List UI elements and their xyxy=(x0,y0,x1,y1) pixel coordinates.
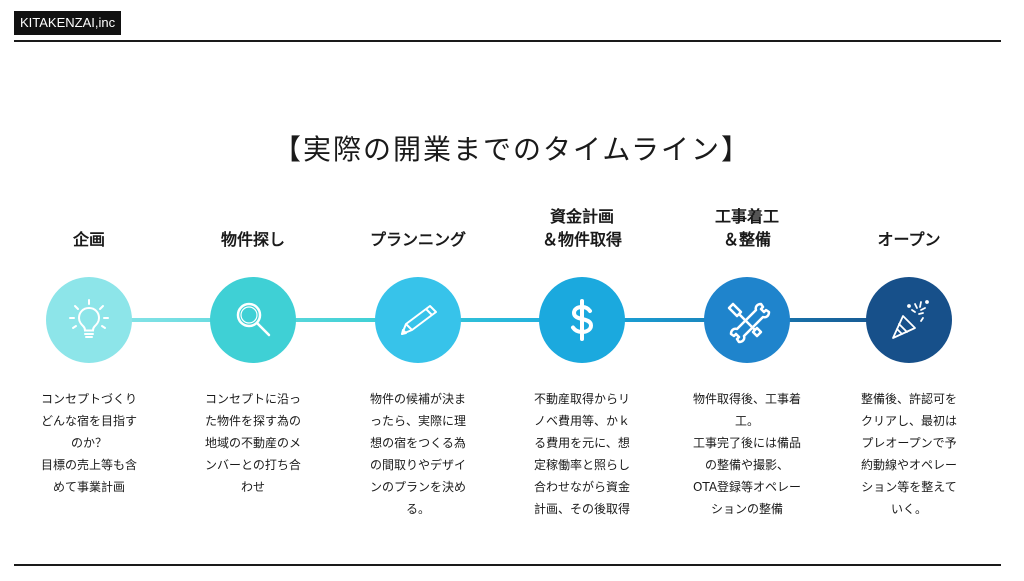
step-circle-3 xyxy=(375,277,461,363)
step-circle-6 xyxy=(866,277,952,363)
step-desc-3: 物件の候補が決ま ったら、実際に理 想の宿をつくる為 の間取りやデザイ ンのプラ… xyxy=(369,392,466,516)
bottom-divider xyxy=(14,564,1001,566)
step-circle-5 xyxy=(704,277,790,363)
step-circle-4 xyxy=(539,277,625,363)
step-circle-1 xyxy=(46,277,132,363)
step-title-property-search: 物件探し xyxy=(220,230,285,249)
step-title-construction: 工事着工 ＆整備 xyxy=(714,207,779,249)
lightbulb-icon xyxy=(69,299,109,338)
pencil-icon xyxy=(401,305,437,335)
page-title: 【実際の開業までのタイムライン】 xyxy=(272,133,752,166)
party-popper-icon xyxy=(892,300,929,339)
timeline-connector xyxy=(90,318,910,322)
step-desc-4: 不動産取得からリ ノベ費用等、かｋ る費用を元に、想 定稼働率と照らし 合わせな… xyxy=(533,392,630,516)
step-circle-2 xyxy=(210,277,296,363)
tools-icon xyxy=(727,302,771,344)
magnifier-icon xyxy=(236,302,271,337)
step-desc-2: コンセプトに沿っ た物件を探す為の 地域の不動産のメ ンバーとの打ち合 わせ xyxy=(204,392,301,494)
top-divider xyxy=(14,40,1001,42)
step-title-design-plan: プランニング xyxy=(369,230,466,249)
dollar-icon xyxy=(571,299,594,341)
step-desc-5: 物件取得後、工事着 工。 工事完了後には備品 の整備や撮影、 OTA登録等オペレ… xyxy=(692,392,802,516)
step-title-funding: 資金計画 ＆物件取得 xyxy=(541,207,622,249)
step-desc-1: コンセプトづくり どんな宿を目指す のか？ 目標の売上等も含 めて事業計画 xyxy=(40,392,137,494)
step-title-planning: 企画 xyxy=(72,230,105,249)
step-desc-6: 整備後、許認可を クリアし、最初は プレオープンで予 約動線やオペレー ション等… xyxy=(860,392,957,516)
step-title-open: オープン xyxy=(877,230,941,249)
brand-logo: KITAKENZAI,inc xyxy=(14,11,122,35)
